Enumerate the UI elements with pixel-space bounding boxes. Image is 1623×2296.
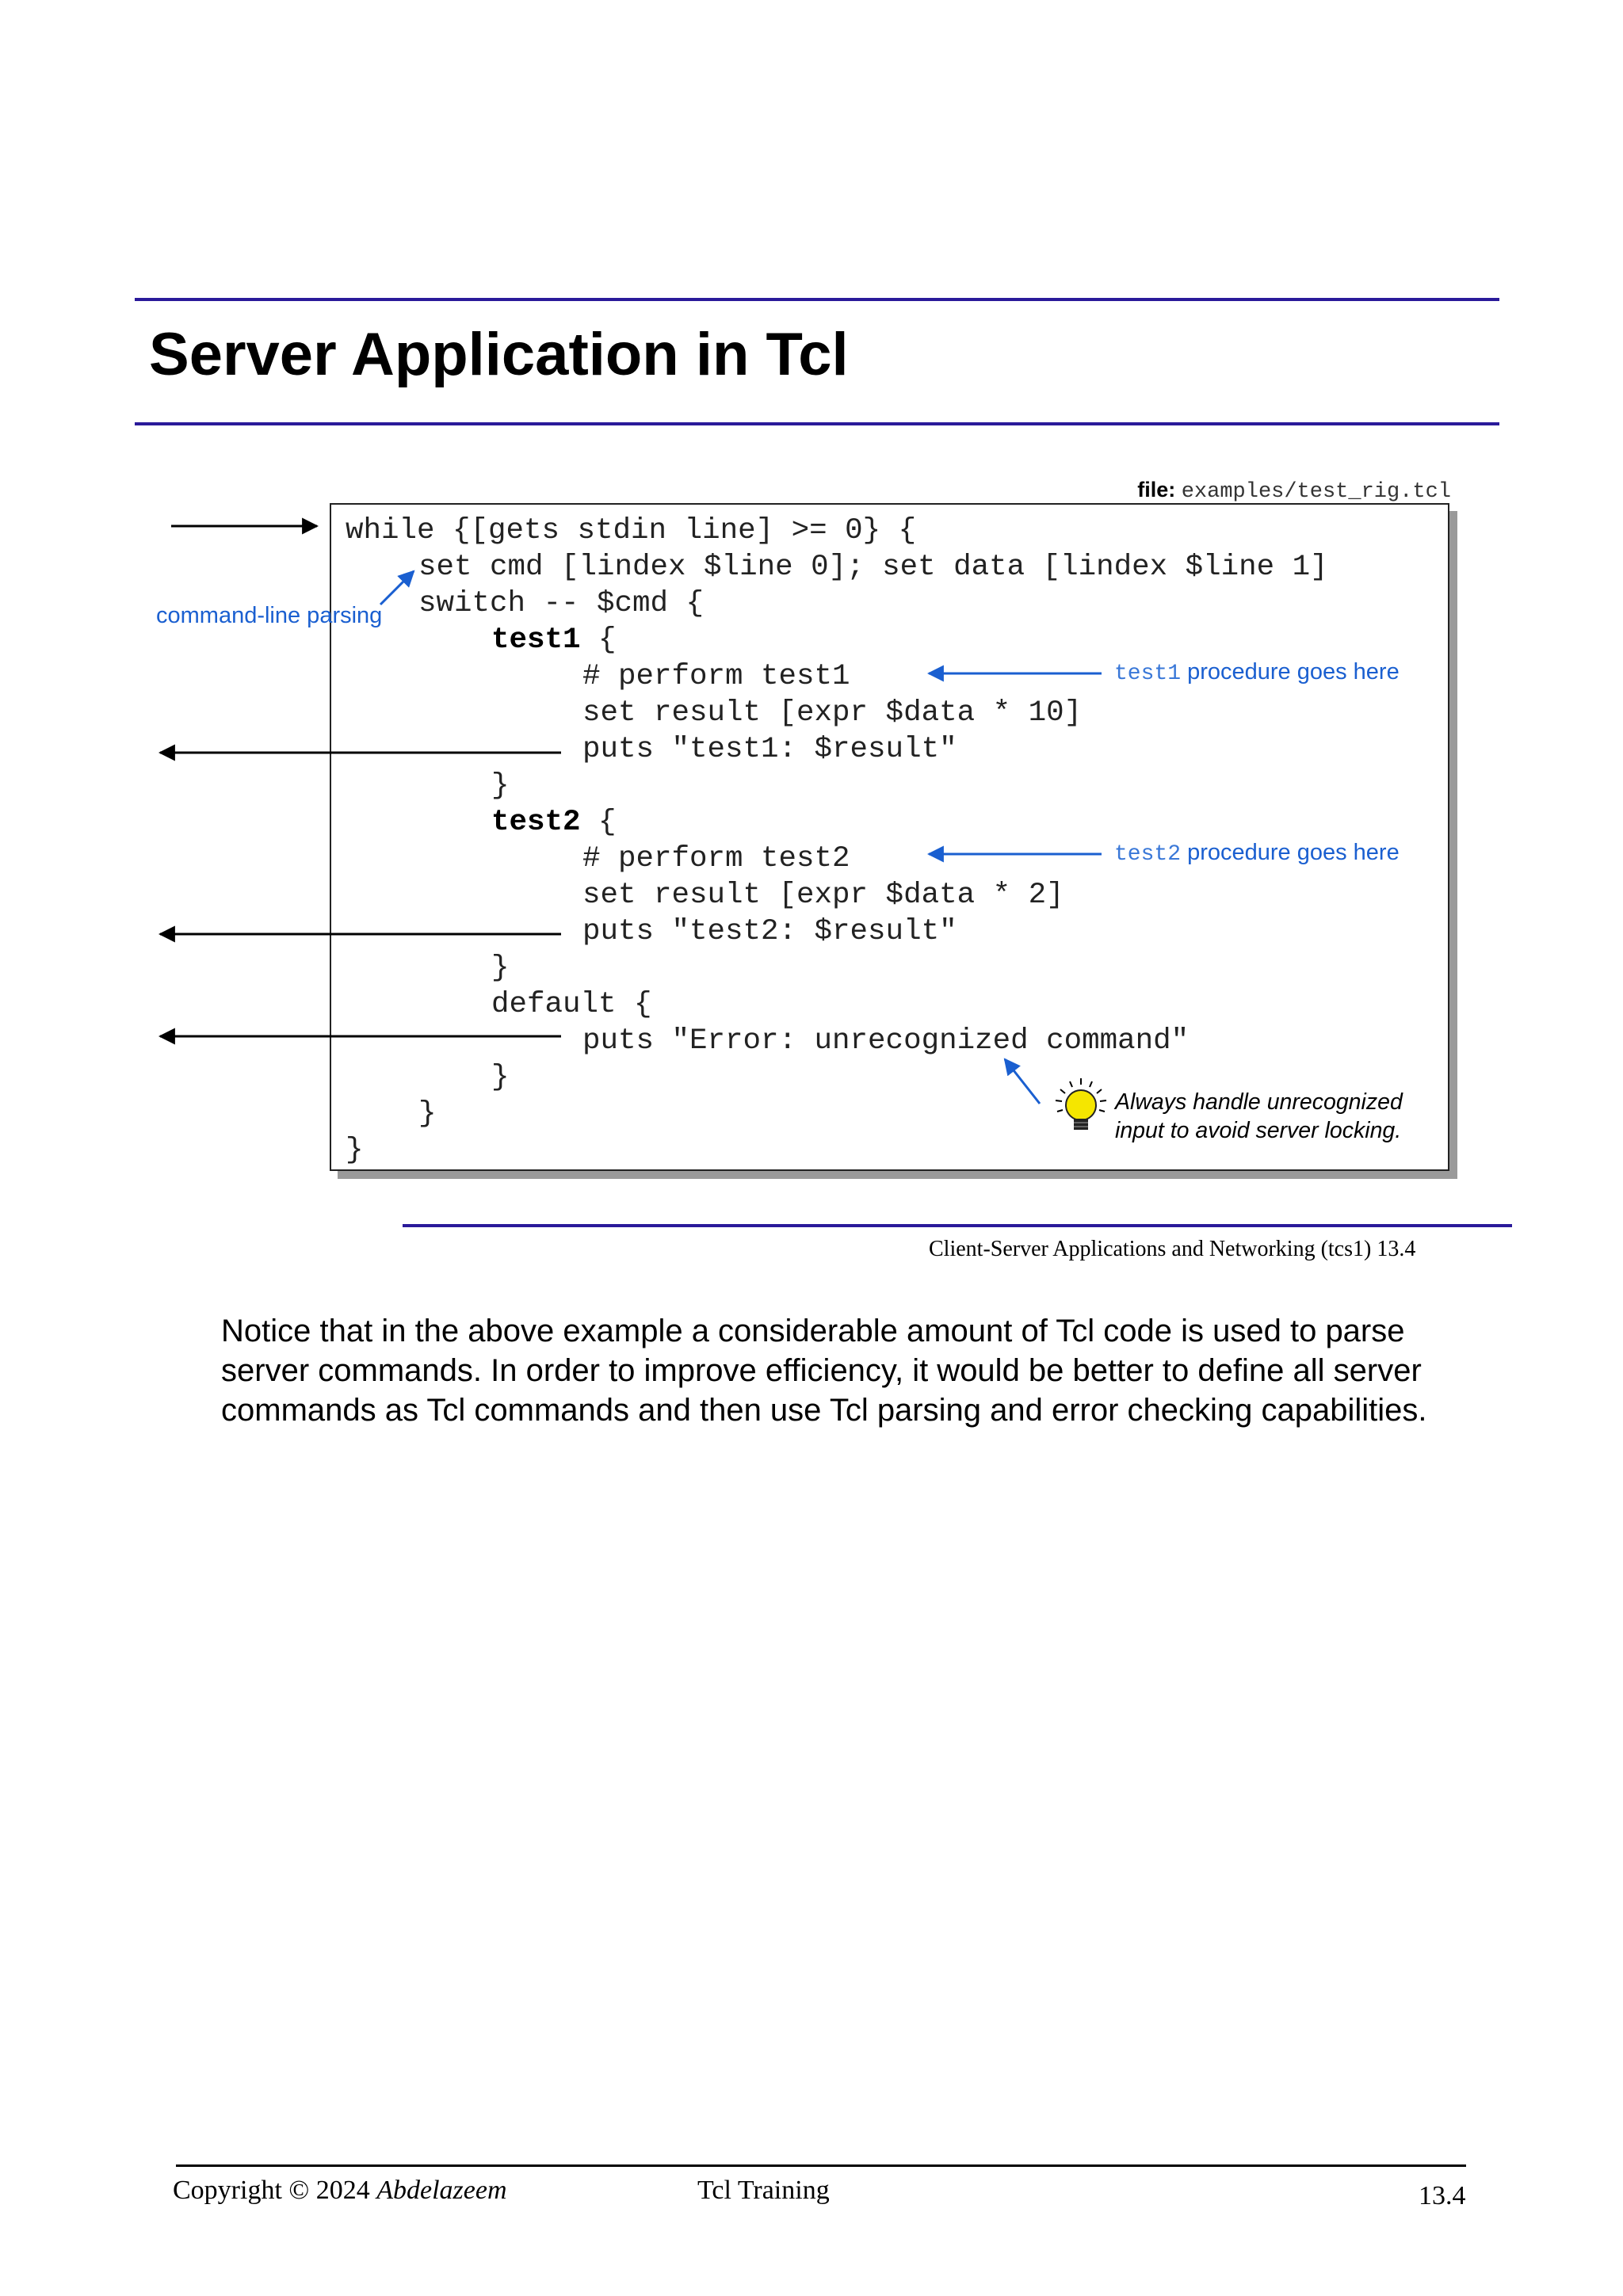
lightbulb-icon [1055, 1078, 1107, 1130]
body-paragraph: Notice that in the above example a consi… [221, 1314, 1427, 1428]
code-line: } [346, 1134, 364, 1167]
code-line: puts "test2: $result" [582, 915, 957, 948]
slide-caption: Client-Server Applications and Networkin… [929, 1237, 1416, 1261]
tip-arrow [1003, 1058, 1041, 1104]
footer-course: Tcl Training [697, 2176, 830, 2205]
test2-note: test2 procedure goes here [1114, 839, 1400, 868]
caption-rule [403, 1224, 1512, 1227]
title-top-rule [135, 298, 1499, 301]
code-line: set cmd [lindex $line 0]; set data [lind… [418, 551, 1328, 584]
file-label-prefix: file: [1137, 478, 1176, 502]
code-line: puts "test1: $result" [582, 733, 957, 766]
test2-note-text: procedure goes here [1181, 840, 1400, 865]
code-line: while {[gets stdin line] >= 0} { [346, 514, 917, 547]
code-line: } [491, 769, 510, 803]
command-line-parsing-note: command-line parsing [156, 603, 383, 628]
test1-note-code: test1 [1114, 662, 1182, 686]
code-line: test2 { [491, 804, 617, 841]
code-line: } [418, 1097, 437, 1131]
test1-note-text: procedure goes here [1181, 659, 1400, 685]
footer-page-number: 13.4 [1419, 2181, 1466, 2210]
code-line: set result [expr $data * 10] [582, 696, 1083, 730]
author-name: Abdelazeem [376, 2176, 507, 2205]
page-title: Server Application in Tcl [149, 321, 849, 388]
code-line: default { [491, 988, 652, 1021]
code-box: while {[gets stdin line] >= 0} { set cmd… [330, 503, 1449, 1171]
code-line: # perform test1 [582, 660, 850, 693]
test2-note-code: test2 [1114, 842, 1182, 867]
code-line: switch -- $cmd { [418, 587, 705, 620]
test1-note: test1 procedure goes here [1114, 658, 1400, 688]
footer-copyright: Copyright © 2024 Abdelazeem [173, 2175, 507, 2206]
tip-line: Always handle unrecognized [1115, 1089, 1403, 1115]
code-line: } [491, 952, 510, 985]
code-line: puts "Error: unrecognized command" [582, 1024, 1190, 1058]
parsing-arrow [379, 570, 415, 606]
file-name: examples/test_rig.tcl [1181, 480, 1451, 504]
code-brace: { [580, 624, 617, 657]
copyright-prefix: Copyright © 2024 [173, 2176, 377, 2205]
tip-line: input to avoid server locking. [1115, 1118, 1402, 1143]
code-line: } [491, 1061, 510, 1094]
code-keyword: test2 [491, 806, 581, 839]
file-label: file: examples/test_rig.tcl [1137, 476, 1451, 505]
title-bottom-rule [135, 422, 1499, 425]
code-brace: { [580, 806, 617, 839]
code-line: test1 { [491, 622, 617, 658]
footer-rule [176, 2164, 1466, 2167]
code-line: # perform test2 [582, 842, 850, 875]
code-line: set result [expr $data * 2] [582, 879, 1064, 912]
code-keyword: test1 [491, 624, 581, 657]
tip-note: Always handle unrecognized input to avoi… [1115, 1088, 1403, 1145]
